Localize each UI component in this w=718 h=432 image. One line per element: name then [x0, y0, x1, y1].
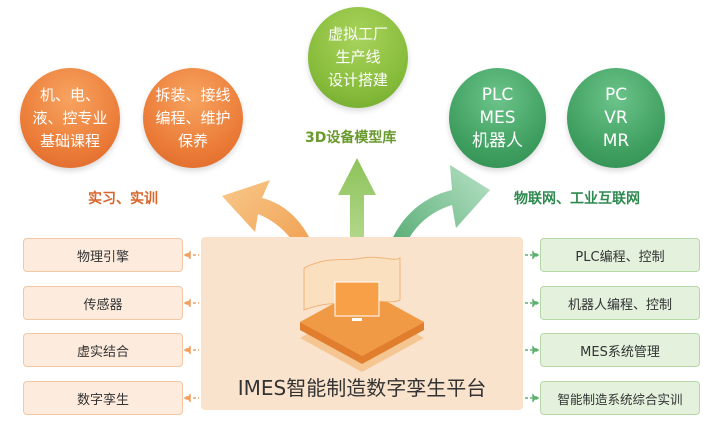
circle-line: 生产线 [335, 48, 381, 66]
left-item-virtual-real: 虚实结合 [23, 333, 183, 367]
caption-internship: 实习、实训 [88, 191, 158, 207]
circle-virtual-factory: 虚拟工厂生产线设计搭建 [308, 7, 408, 108]
circle-line: MR [602, 130, 630, 151]
caption-iot: 物联网、工业互联网 [514, 191, 640, 207]
circle-line: 液、控专业 [32, 108, 108, 127]
circle-line: 基础课程 [39, 131, 100, 150]
left-item-sensors: 传感器 [23, 286, 183, 320]
circle-line: 机器人 [472, 130, 523, 151]
circle-line: 设计搭建 [327, 71, 388, 89]
circle-line: 虚拟工厂 [327, 25, 388, 43]
circle-line: MES [479, 107, 516, 128]
right-item-robot: 机器人编程、控制 [540, 286, 700, 320]
circle-line: 编程、维护 [155, 108, 231, 127]
circle-line: 机、电、 [39, 85, 100, 104]
right-item-mes: MES系统管理 [540, 333, 700, 367]
circle-line: 保养 [177, 131, 208, 150]
circle-line: PLC [481, 84, 514, 105]
light-green-arrow [338, 158, 376, 285]
orange-arrow [222, 180, 325, 285]
circle-basic-courses: 机、电、液、控专业基础课程 [20, 68, 120, 168]
right-item-training: 智能制造系统综合实训 [540, 381, 700, 415]
monitor-icon [334, 281, 380, 317]
left-item-physics-engine: 物理引擎 [23, 238, 183, 272]
circle-line: 拆装、接线 [155, 85, 231, 104]
circle-maintenance: 拆装、接线编程、维护保养 [143, 68, 243, 168]
platform-title: IMES智能制造数字孪生平台 [237, 376, 487, 400]
left-item-digital-twin: 数字孪生 [23, 381, 183, 415]
right-item-plc: PLC编程、控制 [540, 238, 700, 272]
caption-model-library: 3D设备模型库 [305, 130, 397, 146]
circle-line: VR [604, 107, 628, 128]
dark-green-arrow [380, 165, 490, 285]
circle-line: PC [604, 84, 628, 105]
